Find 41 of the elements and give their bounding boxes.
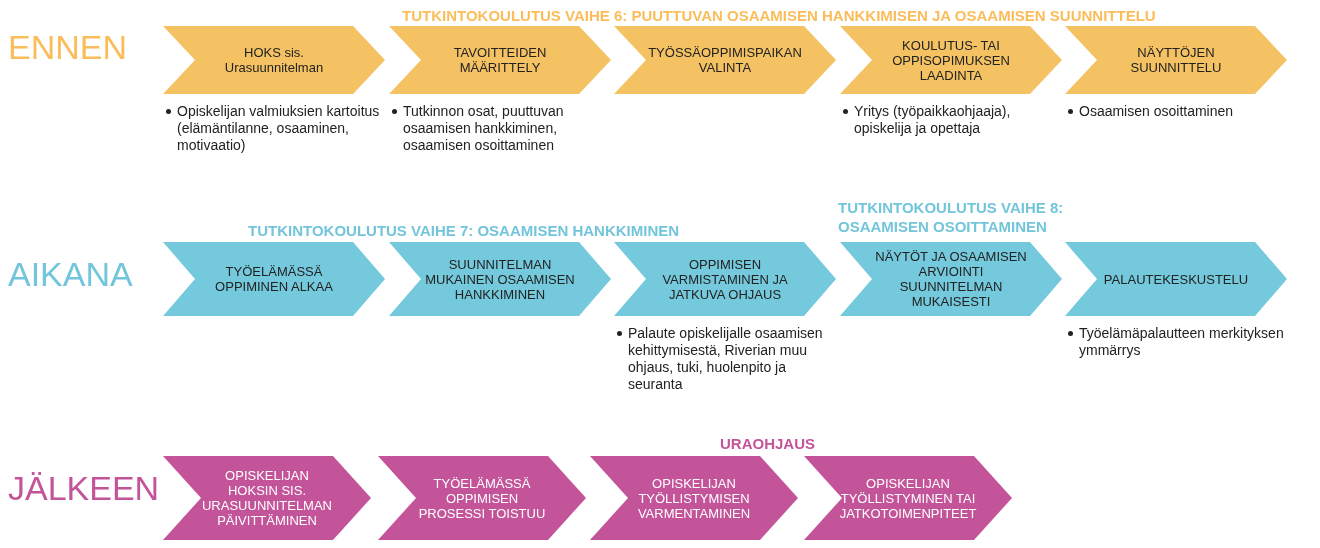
step-label: OPPIMISEN VARMISTAMINEN JA JATKUVA OHJAUS [661,256,789,302]
process-step [804,456,1012,540]
bullet-note: Palaute opiskelijalle osaamisen kehittymisestä, Riverian muu ohjaus, tuki, huolenpito ja seuranta [616,325,833,393]
process-step [614,242,836,316]
phase-heading: TUTKINTOKOULUTUS VAIHE 7: OSAAMISEN HANKKIMINEN [248,222,680,239]
bullet-note: Yritys (työpaikkaohjaaja), opiskelija ja opettaja [842,103,1059,137]
step-label: OPISKELIJAN TYÖLLISTYMINEN TAI JATKOTOIMENPITEET [839,475,977,521]
process-step [590,456,798,540]
bullet-note: Osaamisen osoittaminen [1067,103,1284,120]
step-label: HOKS sis. Urasuunnitelman [223,45,325,75]
step-label: NÄYTTÖJEN SUUNNITTELU [1129,45,1223,75]
step-label: TYÖSSÄOPPIMISPAIKAN VALINTA [647,45,803,75]
step-label: NÄYTÖT JA OSAAMISEN ARVIOINTI SUUNNITELMAN MUKAISESTI [874,249,1028,309]
process-step [163,242,385,316]
phase-heading: TUTKINTOKOULUTUS VAIHE 6: PUUTTUVAN OSAAMISEN HANKKIMISEN JA OSAAMISEN SUUNNITTELU [402,7,1156,24]
phase-heading: TUTKINTOKOULUTUS VAIHE 8: OSAAMISEN OSOITTAMINEN [838,198,1065,236]
process-step [163,456,371,540]
step-label: PALAUTEKESKUSTELU [1103,271,1249,287]
step-label: TYÖELÄMÄSSÄ OPPIMISEN PROSESSI TOISTUU [417,475,547,521]
step-label: SUUNNITELMAN MUKAINEN OSAAMISEN HANKKIMINEN [424,256,576,302]
process-step [614,26,836,94]
phase-heading: URAOHJAUS [720,435,815,452]
step-label: OPISKELIJAN TYÖLLISTYMISEN VARMENTAMINEN [636,475,752,521]
process-step [840,242,1062,316]
row-heading: AIKANA [8,255,133,294]
step-label: TYÖELÄMÄSSÄ OPPIMINEN ALKAA [214,264,334,294]
process-step [389,242,611,316]
process-step [1065,242,1287,316]
bullet-note: Opiskelijan valmiuksien kartoitus (elämäntilanne, osaaminen, motivaatio) [165,103,382,154]
process-step [378,456,586,540]
step-label: OPISKELIJAN HOKSIN SIS. URASUUNNITELMAN PÄIVITTÄMINEN [201,468,333,528]
step-label: KOULUTUS- TAI OPPISOPIMUKSEN LAADINTA [891,37,1011,83]
process-step [163,26,385,94]
process-step [1065,26,1287,94]
bullet-note: Tutkinnon osat, puuttuvan osaamisen hankkiminen, osaamisen osoittaminen [391,103,608,154]
row-heading: JÄLKEEN [8,469,160,508]
process-step [840,26,1062,94]
process-step [389,26,611,94]
bullet-note: Työelämäpalautteen merkityksen ymmärrys [1067,325,1284,359]
row-heading: ENNEN [8,28,128,67]
step-label: TAVOITTEIDEN MÄÄRITTELY [452,45,548,75]
